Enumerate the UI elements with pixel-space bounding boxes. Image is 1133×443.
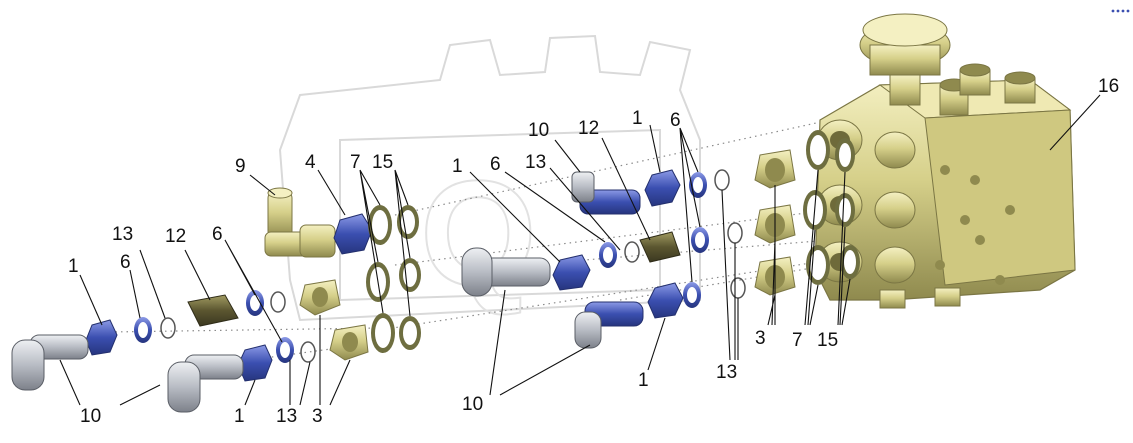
callout-3-left: 3 bbox=[312, 406, 323, 427]
callout-7-right: 7 bbox=[792, 330, 803, 351]
hex-nut-part-1-lower-middle bbox=[647, 282, 684, 319]
callout-1-left: 1 bbox=[68, 256, 79, 277]
callout-1-bottom: 1 bbox=[234, 406, 245, 427]
callout-3-right: 3 bbox=[755, 328, 766, 349]
elbow-fitting-lower-middle bbox=[574, 301, 644, 349]
elbow-fitting-bottom bbox=[167, 354, 244, 413]
fittings-part-3-left bbox=[299, 279, 369, 361]
callout-15-left: 15 bbox=[372, 152, 393, 173]
valve-body-part-16 bbox=[814, 13, 1076, 309]
rings-part-6-left bbox=[134, 290, 294, 363]
callout-12-middle: 12 bbox=[578, 118, 599, 139]
callout-1-middle: 1 bbox=[452, 156, 463, 177]
adapter-part-12-left bbox=[187, 294, 239, 327]
elbow-fitting-middle bbox=[461, 247, 551, 297]
callout-6-middle: 6 bbox=[490, 154, 501, 175]
callout-10-left: 10 bbox=[80, 406, 101, 427]
corner-mark-icon bbox=[1111, 9, 1130, 13]
callout-6-left: 6 bbox=[120, 252, 131, 273]
leader-lines bbox=[59, 94, 1101, 406]
thin-rings-part-13-left bbox=[160, 291, 316, 363]
callout-7-left: 7 bbox=[350, 152, 361, 173]
callout-13-bottom: 13 bbox=[276, 406, 297, 427]
callout-9: 9 bbox=[235, 156, 246, 177]
callout-13-middle: 13 bbox=[525, 152, 546, 173]
elbow-fitting-upper-middle bbox=[571, 171, 641, 215]
callout-13-left: 13 bbox=[112, 224, 133, 245]
rings-part-6-upper bbox=[599, 172, 709, 308]
hex-nut-part-1-middle bbox=[552, 254, 591, 291]
callout-15-right: 15 bbox=[817, 330, 838, 351]
adapter-part-12-middle bbox=[624, 231, 681, 263]
banjo-fitting-part-9 bbox=[264, 187, 336, 258]
hex-nut-part-4 bbox=[333, 213, 373, 255]
callout-12-left: 12 bbox=[165, 226, 186, 247]
callout-10-top: 10 bbox=[528, 120, 549, 141]
hex-nut-part-1-upper bbox=[644, 169, 681, 207]
callout-6-top: 6 bbox=[670, 110, 681, 131]
callout-4: 4 bbox=[305, 152, 316, 173]
callout-1-lower-middle: 1 bbox=[638, 370, 649, 391]
callout-16: 16 bbox=[1098, 76, 1119, 97]
callout-labels: 1 6 13 12 6 9 4 7 15 10 1 13 3 1 6 13 10… bbox=[68, 76, 1119, 427]
callout-13-right: 13 bbox=[716, 362, 737, 383]
seals-part-7-15-left bbox=[366, 205, 421, 353]
callout-10-middle: 10 bbox=[462, 394, 483, 415]
thin-rings-part-13-right bbox=[714, 169, 746, 299]
callout-1-top: 1 bbox=[632, 108, 643, 129]
callout-6-left-upper: 6 bbox=[212, 224, 223, 245]
elbow-fitting-left bbox=[11, 334, 89, 391]
hex-nut-part-1-left bbox=[85, 319, 118, 356]
